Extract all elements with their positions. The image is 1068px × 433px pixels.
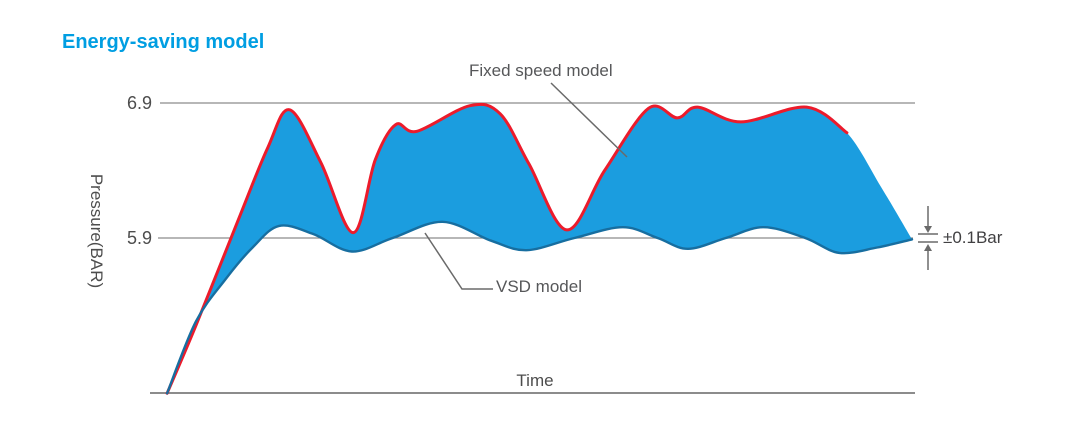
fixed-label-leader-line: [550, 82, 628, 158]
vsd-label-leader-line: [424, 232, 493, 290]
vsd-model-label: VSD model: [496, 277, 582, 296]
x-axis-label: Time: [516, 371, 554, 390]
chart-title: Energy-saving model: [62, 31, 265, 53]
y-tick-6-9: 6.9: [126, 93, 152, 113]
y-tick-5-9: 5.9: [126, 228, 152, 248]
tolerance-label: ±0.1Bar: [943, 228, 1003, 247]
fixed-speed-label: Fixed speed model: [469, 61, 613, 80]
y-axis-label: Pressure(BAR): [87, 173, 106, 289]
pressure-band-area: [167, 104, 913, 394]
arrow-up-icon: [924, 244, 932, 251]
arrow-down-icon: [924, 226, 932, 233]
fixed-speed-curve: [165, 102, 849, 395]
tolerance-marker: [918, 206, 938, 270]
vsd-curve: [165, 220, 914, 395]
